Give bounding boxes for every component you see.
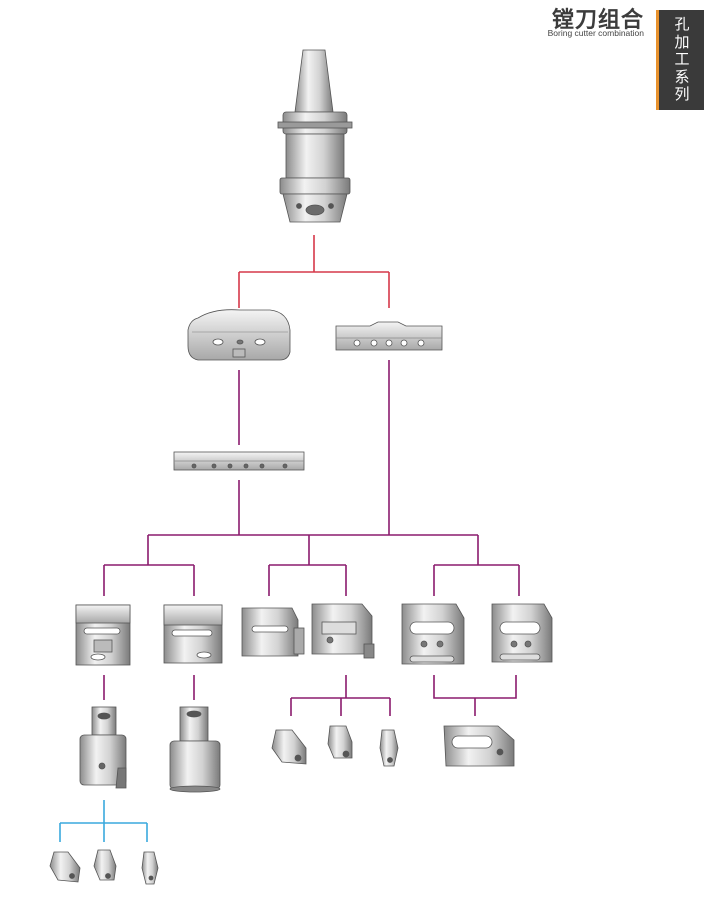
- slide-holder-2: [163, 604, 223, 664]
- slide-holder-6: [491, 603, 553, 663]
- boring-bar-upper: [335, 321, 443, 351]
- spindle-shank: [277, 49, 353, 223]
- insert-cartridge-large: [443, 725, 515, 767]
- insert-cartridge-1: [271, 729, 307, 765]
- insert-cartridge-5: [93, 849, 117, 881]
- boring-head-large: [187, 309, 291, 361]
- connectors-purple: [103, 360, 520, 716]
- slide-holder-4: [311, 603, 375, 659]
- slide-holder-5: [401, 603, 465, 665]
- page-title: 镗刀组合: [551, 8, 644, 33]
- page-subtitle: Boring cutter combination: [547, 28, 644, 38]
- insert-cartridge-2: [327, 725, 353, 759]
- connectors-red: [238, 235, 390, 308]
- slide-holder-1: [75, 604, 131, 666]
- insert-cartridge-6: [141, 851, 159, 885]
- boring-bar-middle: [173, 451, 305, 471]
- cylinder-holder-2: [169, 706, 221, 793]
- section-tab-label: 孔加工系列: [674, 15, 690, 103]
- insert-cartridge-4: [49, 851, 81, 883]
- section-tab: 孔加工系列: [656, 10, 704, 110]
- slide-holder-3: [241, 607, 305, 657]
- connectors-blue: [59, 800, 148, 842]
- cylinder-holder-1: [79, 706, 127, 789]
- insert-cartridge-3: [379, 729, 399, 767]
